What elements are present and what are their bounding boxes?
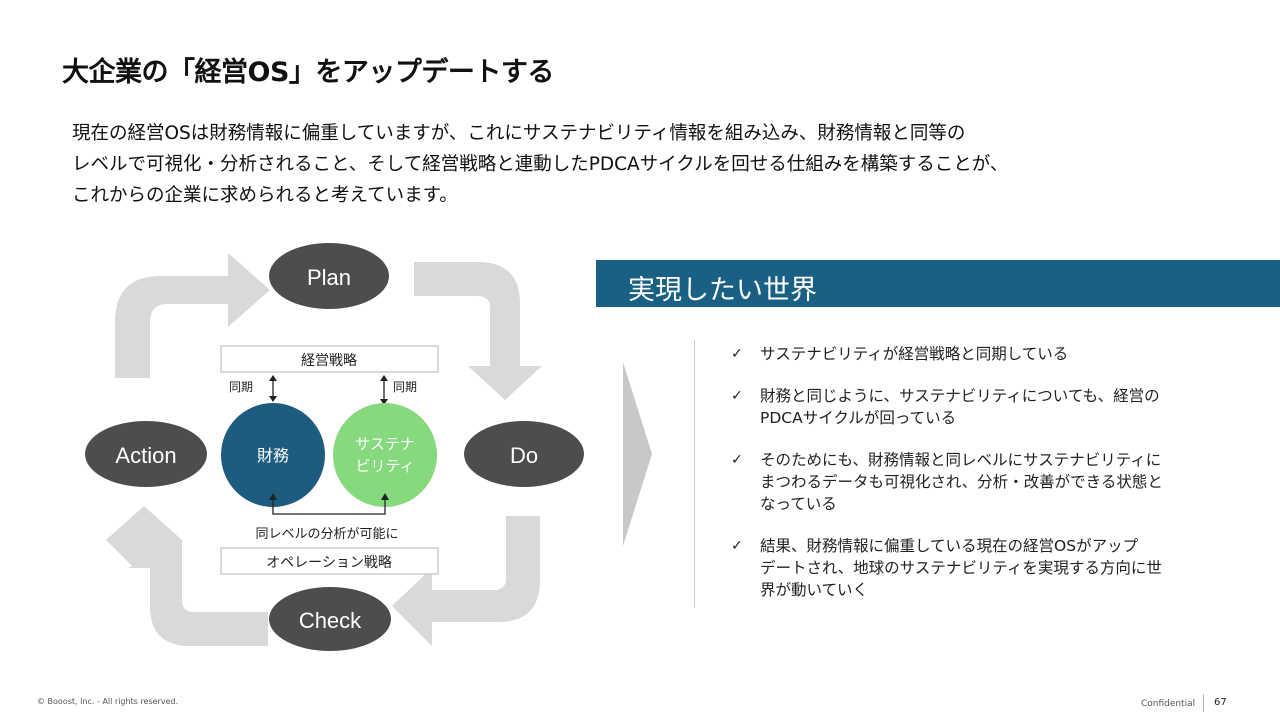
cycle-nodes: Plan Do Check Action xyxy=(85,243,584,651)
action-label: Action xyxy=(115,443,176,468)
check-icon: ✓ xyxy=(731,346,743,362)
transition-chevron xyxy=(623,362,652,546)
operation-label: オペレーション戦略 xyxy=(266,555,392,571)
page-title: 大企業の「経営OS」をアップデートする xyxy=(62,57,554,88)
sync-arrow-right-head-up xyxy=(380,375,388,381)
sync-arrow-left-head-up xyxy=(269,375,277,381)
sustain-label-line2: ビリティ xyxy=(355,457,414,475)
same-level-label: 同レベルの分析が可能に xyxy=(255,527,398,542)
arrow-check-to-action xyxy=(106,506,268,646)
strategy-box xyxy=(220,345,439,373)
check-icon: ✓ xyxy=(731,388,743,404)
sync-arrow-right-head-down xyxy=(380,399,388,405)
check-label: Check xyxy=(299,608,362,633)
list-item-text: PDCAサイクルが回っている xyxy=(760,409,957,427)
copyright: © Booost, Inc. - All rights reserved. xyxy=(37,697,179,706)
intro-line: 現在の経営OSは財務情報に偏重していますが、これにサステナビリティ情報を組み込み… xyxy=(72,123,966,144)
arrow-action-to-plan xyxy=(115,253,270,378)
banner-title: 実現したい世界 xyxy=(628,275,817,306)
do-label: Do xyxy=(510,443,538,468)
finance-circle xyxy=(221,403,325,507)
list-item-text: 界が動いていく xyxy=(760,581,869,599)
arrow-plan-to-do xyxy=(414,262,542,400)
do-node xyxy=(464,421,584,487)
action-node xyxy=(85,421,207,487)
check-node xyxy=(269,587,391,651)
list-item-text: なっている xyxy=(760,495,837,513)
intro-text: 現在の経営OSは財務情報に偏重していますが、これにサステナビリティ情報を組み込み… xyxy=(72,118,1212,211)
sustain-label-line1: サステナ xyxy=(355,435,415,453)
goal-list: ✓ サステナビリティが経営戦略と同期している ✓ 財務と同じように、サステナビリ… xyxy=(731,343,1211,621)
check-icon: ✓ xyxy=(731,538,743,554)
sync-arrow-left-head-down xyxy=(269,396,277,402)
connector-head-right xyxy=(381,493,389,500)
list-item-text: デートされ、地球のサステナビリティを実現する方向に世 xyxy=(760,559,1162,577)
arrow-do-to-check xyxy=(392,516,540,646)
plan-label: Plan xyxy=(307,265,351,290)
plan-node xyxy=(269,243,389,309)
intro-line: これからの企業に求められると考えています。 xyxy=(72,185,458,206)
sync-right-label: 同期 xyxy=(393,380,417,394)
cycle-arrows xyxy=(106,253,542,646)
connector-head-left xyxy=(269,493,277,500)
strategy-label: 経営戦略 xyxy=(301,353,357,369)
divider-line xyxy=(694,340,695,608)
operation-box xyxy=(220,547,439,575)
world-banner: 実現したい世界 xyxy=(596,260,1280,307)
list-item: ✓ 結果、財務情報に偏重している現在の経営OSがアップ デートされ、地球のサステ… xyxy=(731,535,1211,601)
list-item-text: 結果、財務情報に偏重している現在の経営OSがアップ xyxy=(760,537,1139,555)
list-item-text: そのためにも、財務情報と同レベルにサステナビリティに xyxy=(760,451,1162,469)
footer-divider xyxy=(1203,694,1204,712)
sustain-circle xyxy=(333,403,437,507)
page-number: 67 xyxy=(1214,697,1227,708)
list-item: ✓ サステナビリティが経営戦略と同期している xyxy=(731,343,1211,365)
center-block: 経営戦略 同期 同期 財務 サステナ ビリティ 同レベルの分析が可能に オペレー… xyxy=(220,345,439,575)
sync-left-label: 同期 xyxy=(229,380,253,394)
intro-line: レベルで可視化・分析されること、そして経営戦略と連動したPDCAサイクルを回せる… xyxy=(72,154,1009,175)
same-level-connector xyxy=(272,500,386,515)
check-icon: ✓ xyxy=(731,452,743,468)
list-item-text: まつわるデータも可視化され、分析・改善ができる状態と xyxy=(760,473,1163,491)
finance-label: 財務 xyxy=(257,446,289,465)
list-item: ✓ そのためにも、財務情報と同レベルにサステナビリティに まつわるデータも可視化… xyxy=(731,449,1211,515)
list-item-text: 財務と同じように、サステナビリティについても、経営の xyxy=(760,387,1160,405)
list-item: ✓ 財務と同じように、サステナビリティについても、経営の PDCAサイクルが回っ… xyxy=(731,385,1211,429)
list-item-text: サステナビリティが経営戦略と同期している xyxy=(760,345,1069,363)
confidential-label: Confidential xyxy=(1141,699,1196,709)
